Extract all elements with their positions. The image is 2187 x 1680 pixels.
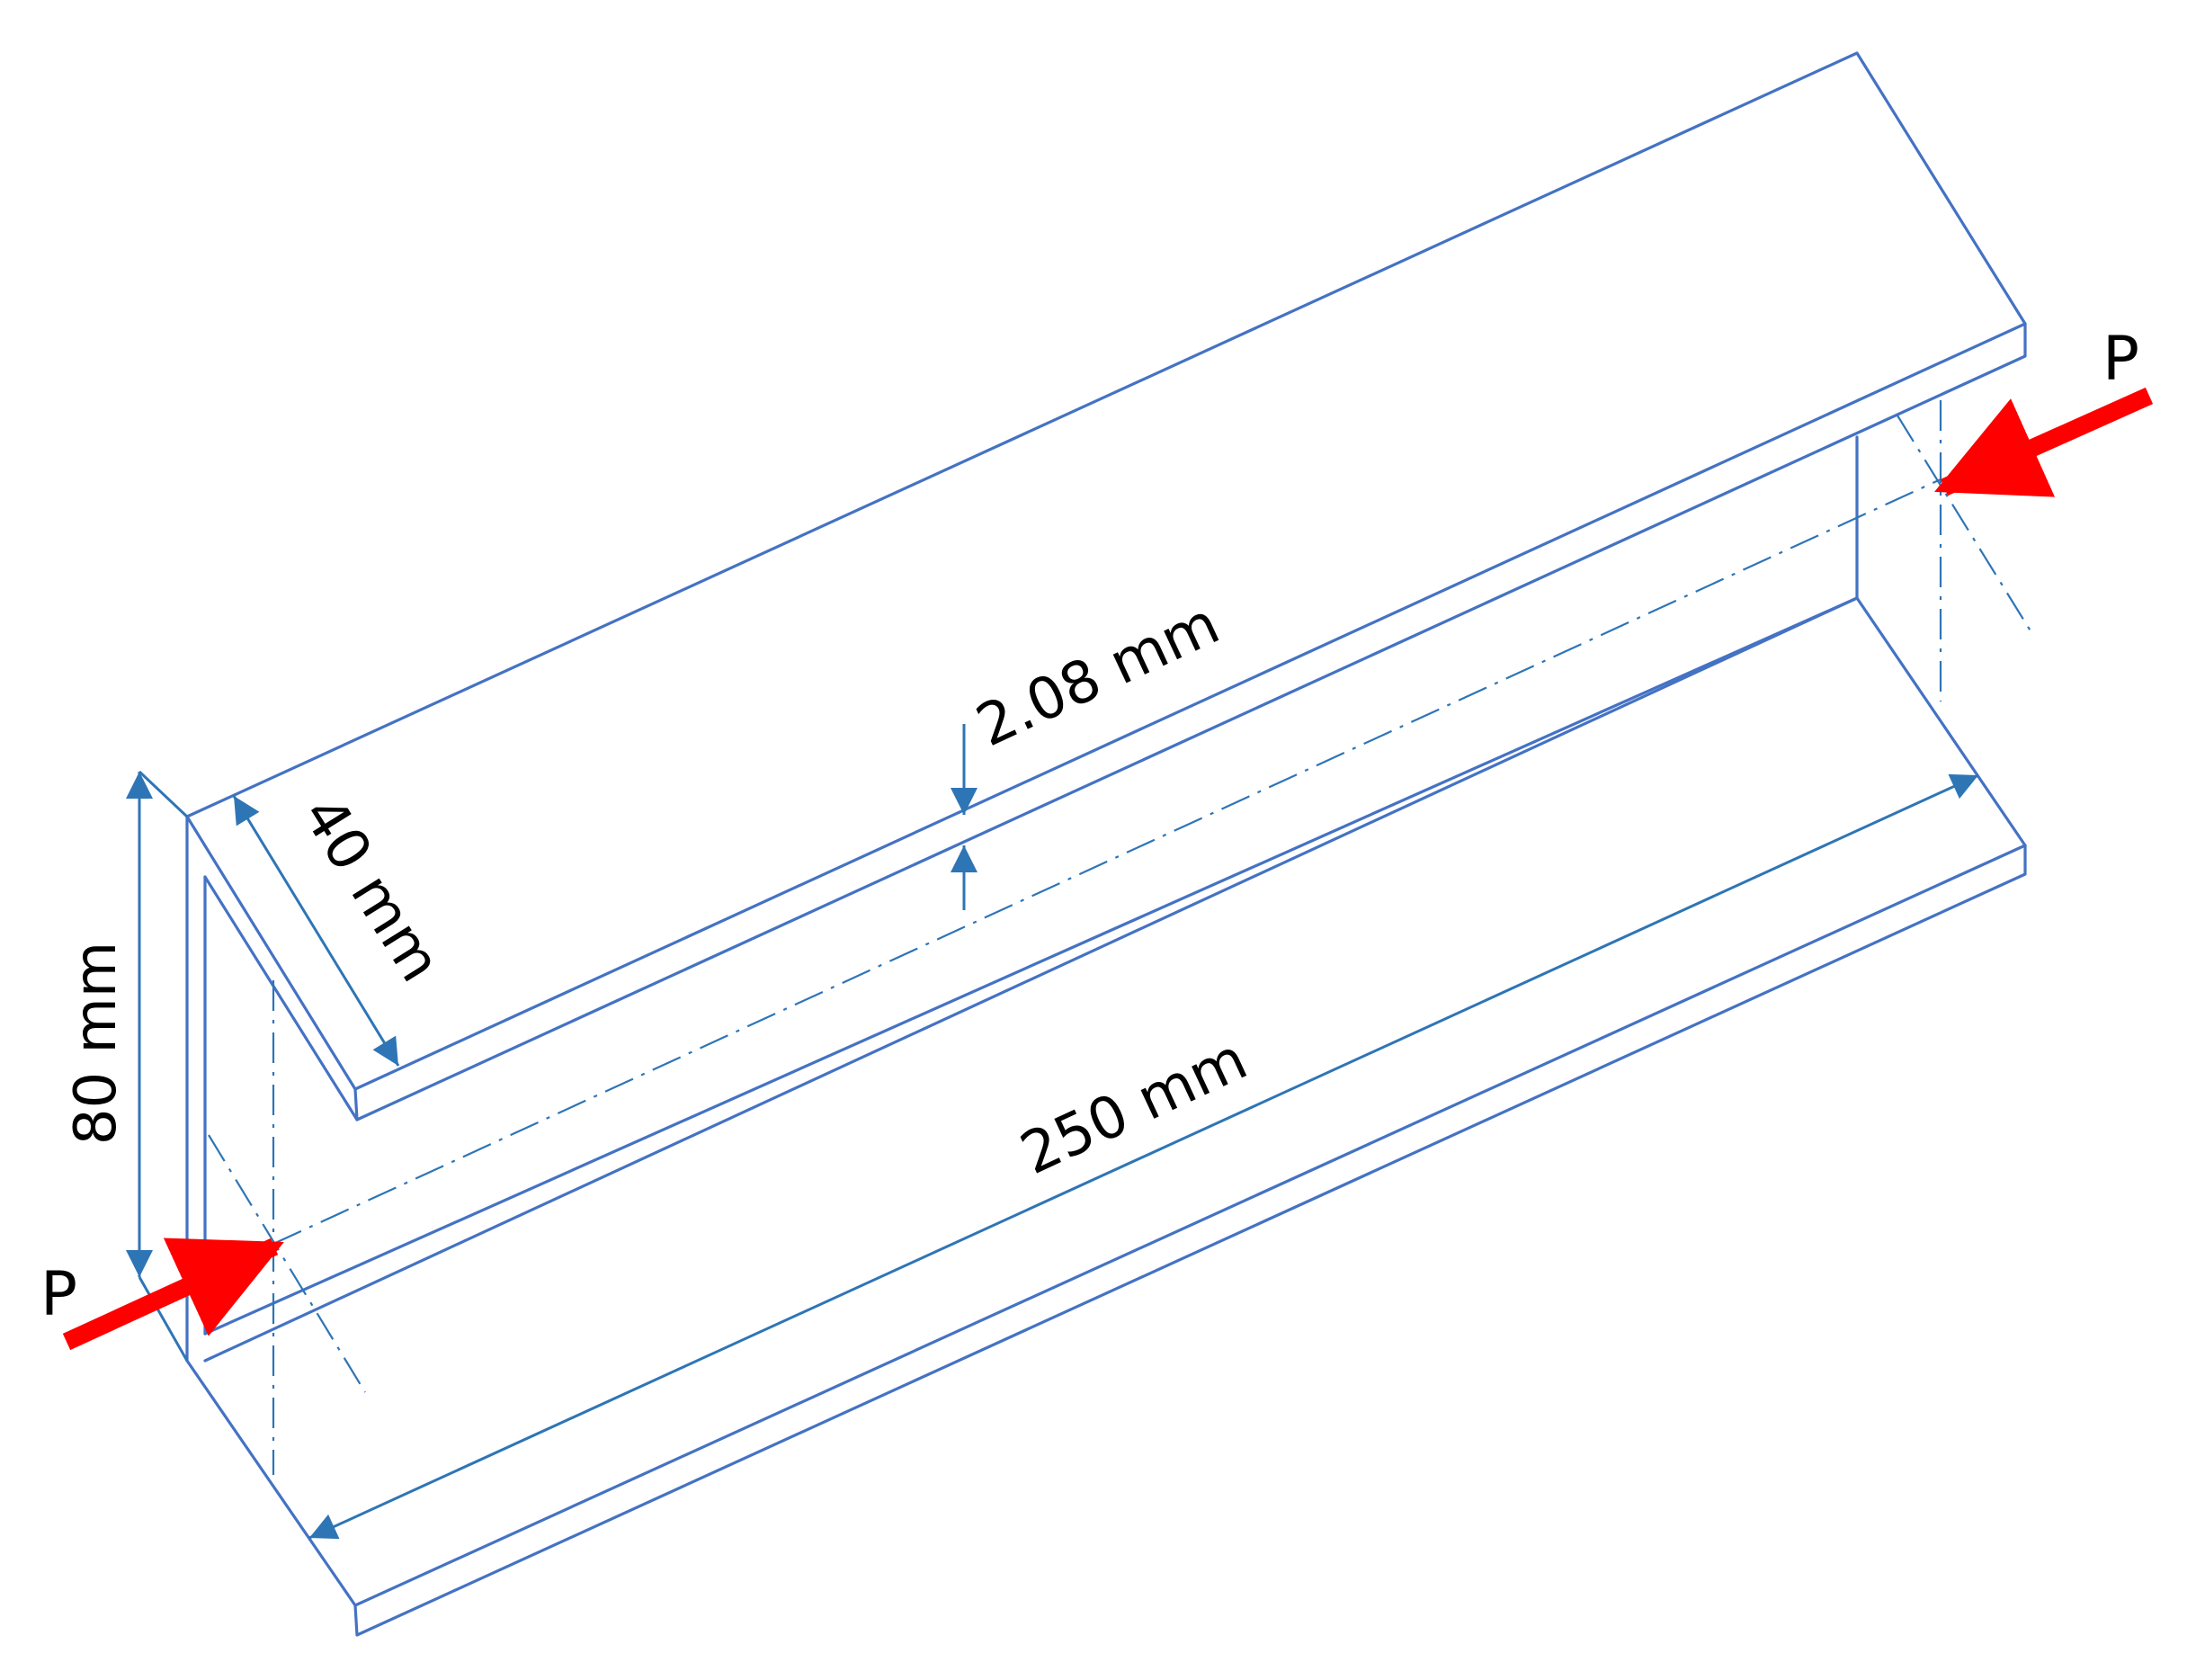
web-height-extension-top	[138, 770, 189, 818]
flange-width-label: 40 mm	[289, 785, 453, 993]
loads	[62, 387, 2154, 1351]
force-arrow-right	[1934, 387, 2154, 497]
labels: 80 mm 40 mm 2.08 mm 250 mm P P	[40, 324, 2139, 1330]
web-height-extension-bottom	[138, 1276, 189, 1362]
length-label: 250 mm	[1011, 1026, 1256, 1188]
web-top-inner	[203, 875, 359, 1121]
beam-outline	[185, 51, 2027, 1637]
right-diagonal-centerline	[1897, 415, 2035, 638]
force-arrow-left	[62, 1238, 284, 1351]
thickness-label: 2.08 mm	[967, 591, 1229, 761]
web-height-label: 80 mm	[63, 942, 129, 1145]
dimension-lines	[126, 724, 1979, 1540]
length-dimension-line	[308, 773, 1979, 1540]
top-flange-thickness	[353, 322, 2027, 1121]
force-label-left: P	[40, 1259, 77, 1330]
bottom-flange-thickness	[353, 844, 2027, 1637]
force-label-right: P	[2102, 324, 2139, 395]
